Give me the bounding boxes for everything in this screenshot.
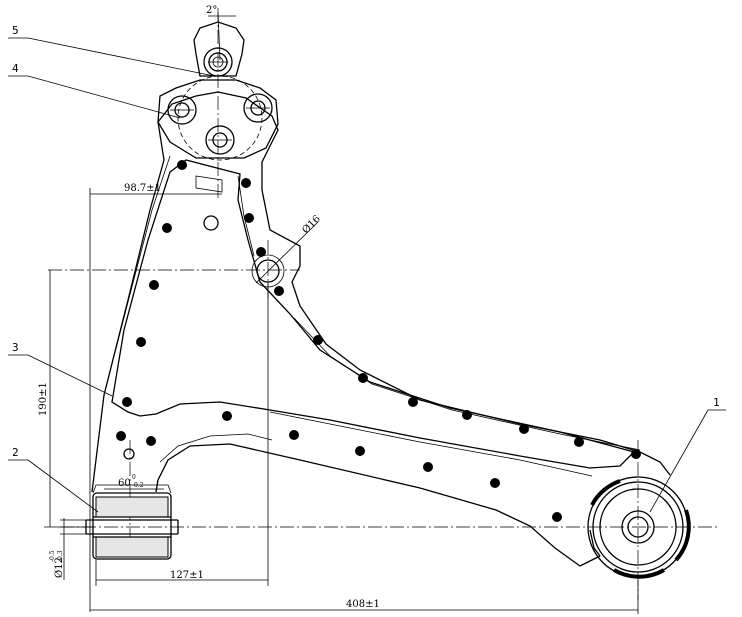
dim-angle: 2° bbox=[206, 5, 217, 16]
front-bushing bbox=[85, 484, 179, 560]
callout-3: 3 bbox=[12, 341, 19, 354]
callout-4: 4 bbox=[12, 62, 19, 75]
dim-offset: 127±1 bbox=[170, 570, 204, 581]
bolt-plate bbox=[157, 75, 279, 161]
small-hole-upper bbox=[203, 215, 219, 231]
dim-width-top: 98.7±1 bbox=[124, 183, 161, 194]
dim-length: 408±1 bbox=[346, 599, 380, 610]
callout-1: 1 bbox=[713, 396, 720, 409]
dim-bushing-diameter-tol-lower: -0.3 bbox=[57, 550, 64, 562]
dim-bushing-diameter-tol-upper: -0.5 bbox=[49, 550, 56, 562]
dim-height: 190±1 bbox=[38, 382, 49, 416]
weld-dots bbox=[116, 160, 641, 522]
small-hole-lower bbox=[123, 448, 135, 460]
dim-diameter-hole: Ø16 bbox=[300, 214, 323, 237]
dim-bushing-diameter: Ø12 bbox=[54, 557, 65, 578]
dim-bushing-width: 60 bbox=[118, 478, 131, 489]
callout-5: 5 bbox=[12, 24, 19, 37]
dim-bushing-width-tol-lower: -0.2 bbox=[132, 482, 144, 489]
rear-bushing bbox=[587, 476, 691, 579]
dimension-lines bbox=[44, 11, 639, 614]
dim-bushing-width-tol-upper: 0 bbox=[132, 474, 136, 481]
callout-leaders bbox=[8, 37, 726, 513]
callout-2: 2 bbox=[12, 446, 19, 459]
